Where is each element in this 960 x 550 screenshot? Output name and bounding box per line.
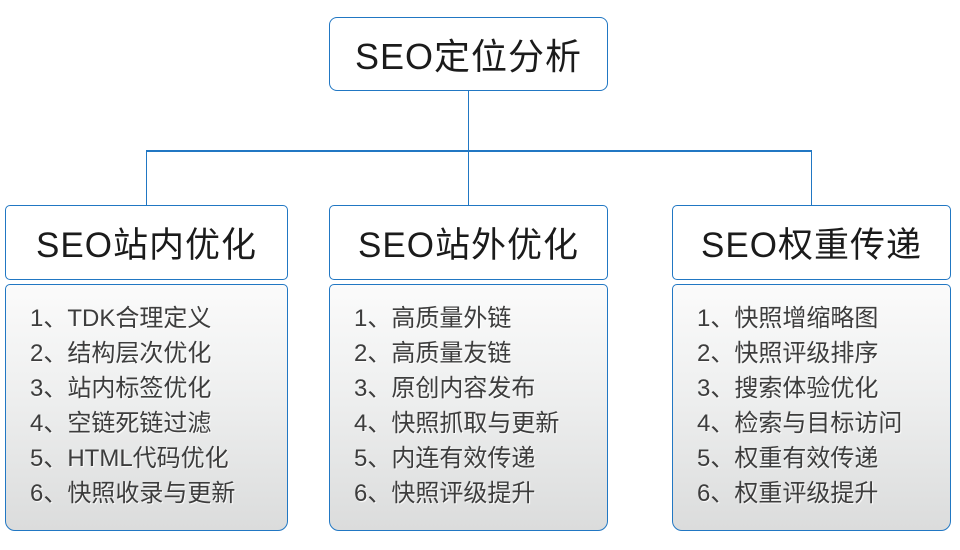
branch-weight-header: SEO权重传递 xyxy=(672,205,951,280)
list-item: 3、搜索体验优化 xyxy=(697,375,879,402)
list-item: 6、快照收录与更新 xyxy=(30,480,236,507)
branch-weight-list-panel: 1、快照增缩略图 2、快照评级排序 3、搜索体验优化 4、检索与目标访问 5、权… xyxy=(672,284,951,531)
list-item: 3、原创内容发布 xyxy=(354,375,536,402)
branch-offsite: SEO站外优化 1、高质量外链 2、高质量友链 3、原创内容发布 4、快照抓取与… xyxy=(329,205,608,531)
list-item: 2、高质量友链 xyxy=(354,340,512,367)
list-item: 4、快照抓取与更新 xyxy=(354,410,560,437)
list-item: 2、结构层次优化 xyxy=(30,340,212,367)
branch-onsite-header: SEO站内优化 xyxy=(5,205,288,280)
list-item: 1、快照增缩略图 xyxy=(697,305,879,332)
list-item: 1、高质量外链 xyxy=(354,305,512,332)
list-item: 5、权重有效传递 xyxy=(697,445,879,472)
list-item: 2、快照评级排序 xyxy=(697,340,879,367)
list-item: 5、内连有效传递 xyxy=(354,445,536,472)
root-node-label: SEO定位分析 xyxy=(354,36,583,77)
branch-onsite-title: SEO站内优化 xyxy=(36,226,257,265)
list-item: 6、权重评级提升 xyxy=(697,480,879,507)
connector-drop-line-weight xyxy=(810,150,813,206)
list-item: 3、站内标签优化 xyxy=(30,375,212,402)
root-node: SEO定位分析 xyxy=(329,17,608,91)
branch-weight-title: SEO权重传递 xyxy=(701,226,922,265)
list-item: 4、空链死链过滤 xyxy=(30,410,212,437)
connector-root-stem-line xyxy=(467,91,469,150)
list-item: 4、检索与目标访问 xyxy=(697,410,903,437)
list-item: 5、HTML代码优化 xyxy=(30,445,229,472)
list-item: 6、快照评级提升 xyxy=(354,480,536,507)
connector-horizontal-rail-line xyxy=(145,150,812,152)
connector-drop-line-offsite xyxy=(467,150,469,206)
branch-weight: SEO权重传递 1、快照增缩略图 2、快照评级排序 3、搜索体验优化 4、检索与… xyxy=(672,205,951,531)
branch-onsite: SEO站内优化 1、TDK合理定义 2、结构层次优化 3、站内标签优化 4、空链… xyxy=(5,205,288,531)
connector-drop-line-onsite xyxy=(145,150,148,206)
branch-onsite-list-panel: 1、TDK合理定义 2、结构层次优化 3、站内标签优化 4、空链死链过滤 5、H… xyxy=(5,284,288,531)
branch-offsite-header: SEO站外优化 xyxy=(329,205,608,280)
branch-offsite-title: SEO站外优化 xyxy=(358,226,579,265)
branch-offsite-list-panel: 1、高质量外链 2、高质量友链 3、原创内容发布 4、快照抓取与更新 5、内连有… xyxy=(329,284,608,531)
list-item: 1、TDK合理定义 xyxy=(30,305,212,332)
